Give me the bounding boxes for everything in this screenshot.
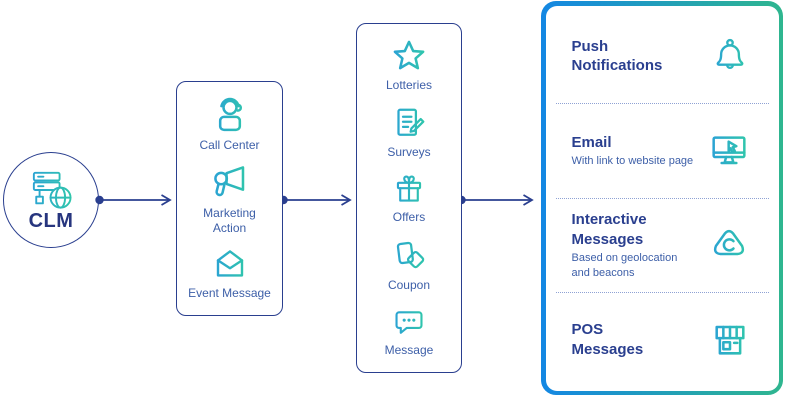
connector-arrow-2: [279, 194, 352, 206]
panel-text: POS Messages: [572, 320, 644, 359]
server-globe-icon: [27, 170, 75, 210]
dotted-divider: [555, 103, 769, 104]
panel-row-title: Email: [571, 133, 612, 151]
channels-box: Call Center Marketing Action Event Messa…: [176, 81, 283, 316]
panel-row-email: Email With link to website page: [546, 104, 779, 198]
panel-row-subtitle: Based on geolocation and beacons: [571, 252, 678, 279]
box-item-event-message: Event Message: [188, 246, 271, 301]
box-item-label: Event Message: [188, 285, 271, 300]
panel-text: Email With link to website page: [572, 133, 694, 169]
delivery-panel: Push Notifications Email With link to we…: [541, 1, 783, 395]
box-item-message: Message: [384, 305, 434, 358]
open-envelope-icon: [212, 246, 248, 282]
box-item-label: Offers: [392, 210, 426, 225]
box-item-label: Marketing Action: [203, 205, 256, 235]
box-item-offers: Offers: [392, 172, 426, 225]
box-item-label: Coupon: [387, 277, 431, 292]
gift-icon: [392, 172, 426, 206]
chat-bubble-icon: [392, 305, 426, 339]
monitor-cursor-icon: [709, 131, 749, 171]
clm-source-node: CLM: [3, 152, 99, 248]
star-icon: [391, 38, 427, 74]
dotted-divider: [555, 197, 769, 199]
panel-row-title: POS Messages: [571, 321, 644, 358]
delivery-panel-inner: Push Notifications Email With link to we…: [545, 5, 779, 391]
bell-icon: [711, 36, 749, 76]
panel-row-subtitle: With link to website page: [571, 155, 694, 168]
connector-arrow-1: [95, 194, 172, 206]
clm-label: CLM: [28, 209, 74, 232]
coupon-icon: [391, 238, 427, 274]
panel-row-interactive-messages: Interactive Messages Based on geolocatio…: [546, 199, 779, 293]
box-item-surveys: Surveys: [387, 105, 431, 160]
storefront-icon: [711, 320, 749, 360]
connector-arrow-3: [457, 194, 534, 206]
panel-row-title: Interactive Messages: [571, 211, 647, 248]
megaphone-icon: [211, 164, 249, 202]
dotted-divider: [555, 292, 769, 293]
box-item-coupon: Coupon: [388, 238, 430, 293]
box-item-label: Message: [384, 342, 434, 357]
box-item-marketing-action: Marketing Action: [203, 164, 256, 236]
box-item-label: Call Center: [199, 138, 260, 153]
panel-text: Interactive Messages Based on geolocatio…: [572, 210, 678, 280]
beacon-icon: [709, 225, 749, 265]
box-item-label: Lotteries: [385, 78, 433, 93]
call-center-icon: [211, 96, 249, 134]
box-item-label: Surveys: [387, 145, 431, 160]
panel-row-push-notifications: Push Notifications: [546, 10, 779, 104]
box-item-call-center: Call Center: [199, 96, 260, 153]
panel-row-pos-messages: POS Messages: [546, 293, 779, 387]
box-item-lotteries: Lotteries: [386, 38, 432, 93]
panel-row-title: Push Notifications: [571, 37, 663, 75]
panel-text: Push Notifications: [572, 37, 663, 76]
survey-pencil-icon: [391, 105, 427, 141]
content-box: Lotteries Surveys: [356, 23, 462, 373]
